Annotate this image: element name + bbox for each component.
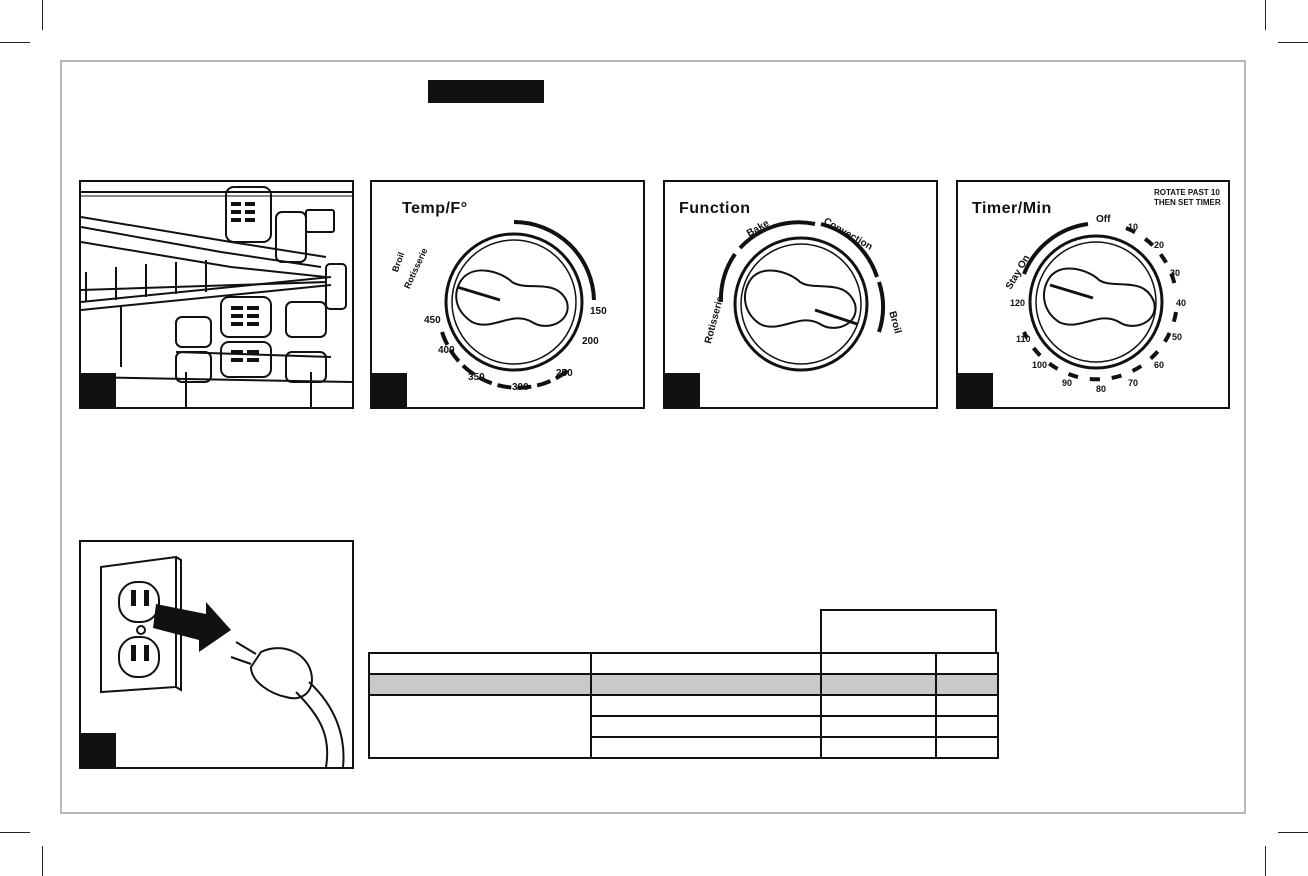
timer-scale-90: 90 [1062, 378, 1073, 388]
figure-number-badge [81, 373, 116, 407]
table-cell [820, 694, 937, 717]
table-cell [820, 736, 937, 759]
timer-scale-20: 20 [1154, 240, 1165, 250]
crop-mark [1278, 42, 1308, 43]
temp-scale-450: 450 [424, 315, 441, 326]
temp-scale-300: 300 [512, 382, 529, 393]
table-cell [590, 694, 822, 717]
figure-number-badge [958, 373, 993, 407]
table-cell [820, 652, 937, 675]
table-cell [935, 694, 999, 717]
table-cell [590, 736, 822, 759]
timer-scale-30: 30 [1170, 268, 1181, 278]
table-cell [590, 673, 822, 696]
timer-dial-panel: Timer/Min ROTATE PAST 10 THEN SET TIMER … [956, 180, 1230, 409]
timer-scale-80: 80 [1096, 384, 1107, 394]
table-cell [590, 652, 822, 675]
figure-number-badge [372, 373, 407, 407]
timer-scale-60: 60 [1154, 360, 1165, 370]
section-header-bar [428, 80, 544, 103]
oven-rack-illustration [79, 180, 354, 409]
table-cell [368, 694, 592, 759]
crop-mark [1278, 832, 1308, 833]
temp-dial-title: Temp/F° [402, 200, 468, 217]
table-row [369, 715, 999, 738]
table-cell [590, 715, 822, 738]
page-frame [60, 60, 1246, 814]
table-cell [368, 673, 592, 696]
table-cell [820, 673, 937, 696]
timer-scale-100: 100 [1032, 360, 1048, 370]
temp-scale-400: 400 [438, 345, 455, 356]
timer-scale-120: 120 [1010, 298, 1026, 308]
unplug-illustration [79, 540, 354, 769]
crop-mark [0, 42, 30, 43]
timer-scale-40: 40 [1176, 298, 1187, 308]
table-row [368, 652, 999, 675]
timer-scale-70: 70 [1128, 378, 1139, 388]
table-row [369, 736, 999, 759]
table-row [368, 694, 999, 759]
figure-number-badge [665, 373, 700, 407]
function-dial-panel: Function Rotisserie Bake Convection Broi… [663, 180, 938, 409]
data-table [368, 652, 999, 759]
temp-scale-200: 200 [582, 336, 599, 347]
crop-mark [0, 832, 30, 833]
timer-scale-50: 50 [1172, 332, 1183, 342]
table-row [368, 673, 999, 696]
temp-scale-350: 350 [468, 372, 485, 383]
table-cell [820, 715, 937, 738]
figure-number-badge [81, 733, 116, 767]
timer-scale-10: 10 [1128, 222, 1139, 232]
crop-mark [42, 0, 43, 30]
table-cell [368, 652, 592, 675]
function-dial-title: Function [679, 200, 751, 217]
crop-mark [1265, 0, 1266, 30]
table-cell [935, 673, 999, 696]
table-cell [935, 715, 999, 738]
table-cell [935, 736, 999, 759]
temp-scale-250: 250 [556, 368, 573, 379]
crop-mark [42, 846, 43, 876]
timer-dial-title: Timer/Min [972, 200, 1052, 217]
timer-instruction-line2: THEN SET TIMER [1154, 198, 1221, 207]
timer-scale-110: 110 [1016, 334, 1031, 344]
timer-label-off: Off [1096, 214, 1111, 225]
temp-dial-panel: Temp/F° Broil Rotisserie 450 400 350 300… [370, 180, 645, 409]
table-cell [935, 652, 999, 675]
crop-mark [1265, 846, 1266, 876]
table-header-cell [820, 609, 997, 652]
temp-scale-150: 150 [590, 306, 607, 317]
timer-instruction-line1: ROTATE PAST 10 [1154, 188, 1220, 197]
